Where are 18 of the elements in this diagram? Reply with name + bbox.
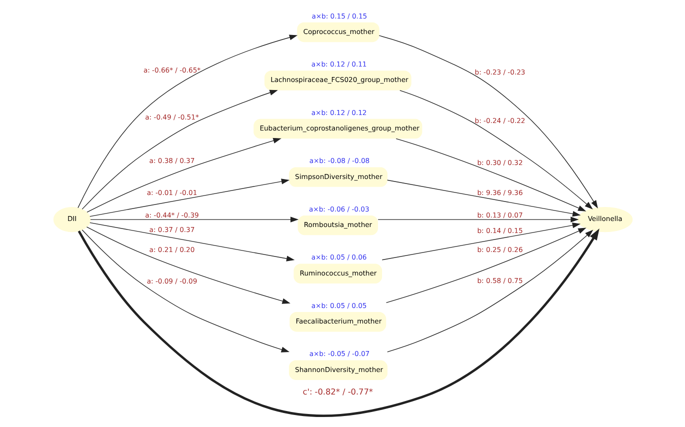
arrow xyxy=(377,216,578,222)
arrow xyxy=(89,178,290,217)
arrow xyxy=(385,228,586,304)
arrow xyxy=(381,222,580,260)
arrow xyxy=(89,222,294,262)
arrow xyxy=(386,230,593,352)
arrow xyxy=(386,180,580,217)
arrow xyxy=(90,216,298,222)
arrow xyxy=(81,90,278,210)
arrow xyxy=(395,138,586,212)
arrow xyxy=(77,34,298,208)
edge-label: c': -0.82* / -0.77* xyxy=(302,386,372,397)
arrow xyxy=(399,90,592,210)
arrow xyxy=(86,138,281,213)
arrow xyxy=(86,226,290,304)
arrow xyxy=(378,35,598,208)
arrow xyxy=(77,228,599,417)
arrow xyxy=(81,230,289,352)
